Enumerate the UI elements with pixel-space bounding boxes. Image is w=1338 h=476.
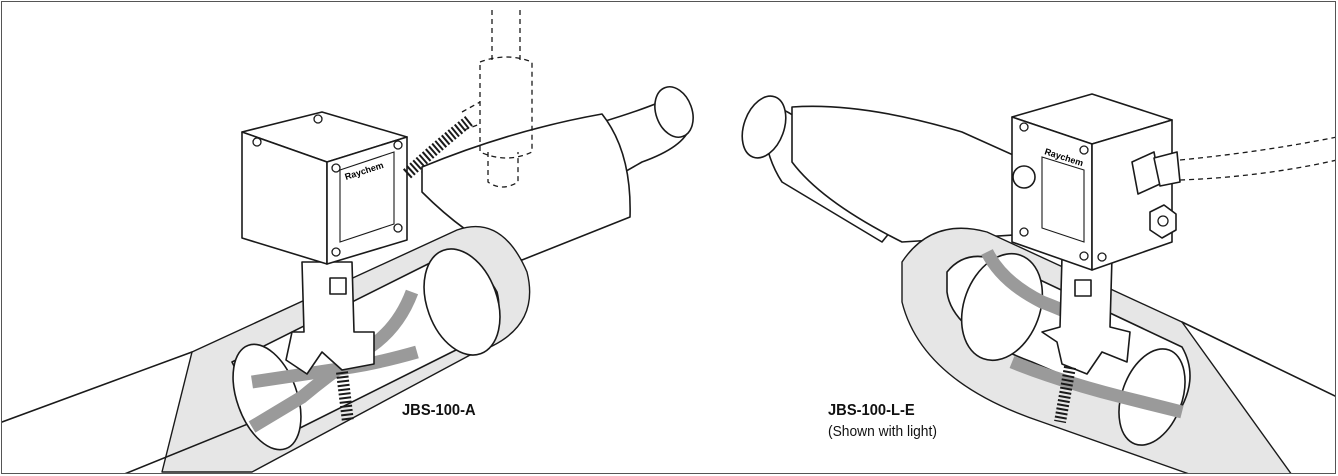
left-box-front-face — [326, 136, 408, 265]
left-mount-stand — [285, 261, 375, 375]
right-stand-window — [1074, 279, 1092, 297]
right-plug-icon — [1157, 215, 1169, 227]
left-pipe-section — [423, 248, 501, 356]
left-screw-icon — [331, 247, 341, 257]
right-cable-gland-nut — [1153, 151, 1181, 187]
left-screw-icon — [393, 140, 403, 150]
right-screw-icon — [1019, 122, 1029, 132]
right-screw-icon — [1079, 251, 1089, 261]
left-stand-window — [329, 277, 347, 295]
right-screw-icon — [1097, 252, 1107, 262]
left-screw-icon — [313, 114, 323, 124]
left-screw-icon — [252, 137, 262, 147]
right-cable-gland-coil — [1054, 365, 1076, 424]
left-conduit-body-neck — [487, 152, 519, 188]
left-screw-icon — [331, 163, 341, 173]
left-assembly: Raychem — [2, 10, 694, 473]
left-box-label-plate — [339, 151, 395, 243]
right-model-label: JBS-100-L-E — [828, 402, 915, 419]
left-model-label: JBS-100-A — [402, 402, 476, 419]
right-box-side-face — [1091, 119, 1173, 271]
right-pipe-edge-top — [1181, 321, 1335, 397]
left-screw-icon — [393, 223, 403, 233]
right-box-label-plate — [1041, 156, 1085, 243]
left-pipe-end-cap — [654, 86, 694, 138]
left-conduit — [402, 115, 474, 179]
right-model-note: (Shown with light) — [828, 423, 937, 440]
right-screw-icon — [1079, 145, 1089, 155]
left-conduit-body — [479, 56, 533, 159]
right-box-front-face — [1011, 116, 1093, 271]
right-ext-cable-top — [1179, 136, 1335, 161]
left-riser-pipe — [491, 10, 521, 62]
right-heating-cable-bottom — [1009, 355, 1184, 419]
right-pipe-end-cap — [741, 95, 787, 159]
right-ext-cable-bottom — [1179, 159, 1335, 181]
right-indicator-light — [1012, 165, 1036, 189]
right-screw-icon — [1019, 227, 1029, 237]
left-conduit-fitting — [461, 101, 481, 131]
left-pipe-edge-top — [2, 351, 193, 423]
right-mount-stand — [1041, 256, 1131, 375]
right-pipe-section — [960, 252, 1044, 362]
right-assembly: Raychem — [741, 93, 1335, 473]
